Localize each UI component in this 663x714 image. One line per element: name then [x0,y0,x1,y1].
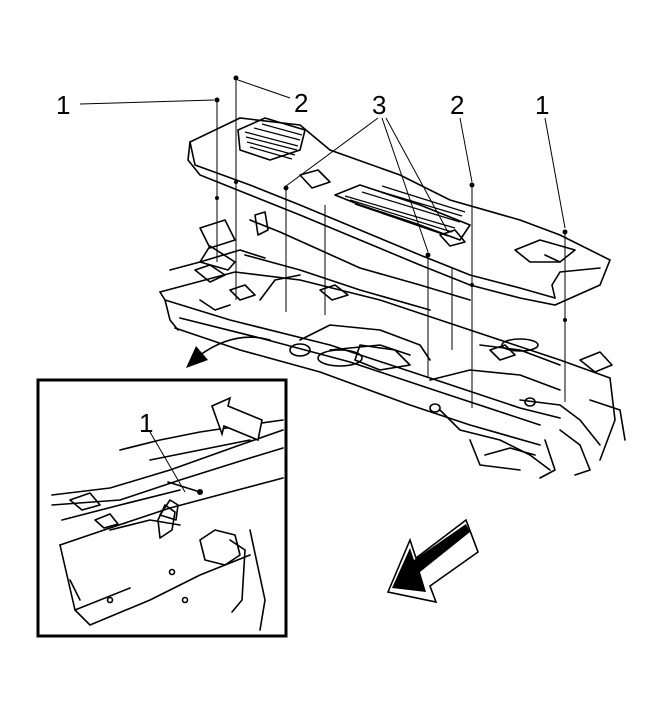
callout-1-right: 1 [535,90,549,120]
callout-leaders [79,79,566,253]
front-direction-arrow-icon [386,518,479,604]
callout-2-left: 2 [294,88,308,118]
fastener-leader-lines [214,75,568,408]
callout-1-left: 1 [56,90,70,120]
cowl-panel-structure [159,219,626,479]
curved-arrow-icon [186,336,271,368]
callout-3-center: 3 [372,90,386,120]
right-grille-vents [344,185,466,237]
inset-direction-arrow-icon [210,396,263,442]
left-grille-vents [244,123,303,160]
callout-2-right: 2 [450,90,464,120]
inset-detail-box [36,378,288,638]
air-inlet-grille-panel [187,117,612,306]
callout-1-inset: 1 [139,408,153,438]
